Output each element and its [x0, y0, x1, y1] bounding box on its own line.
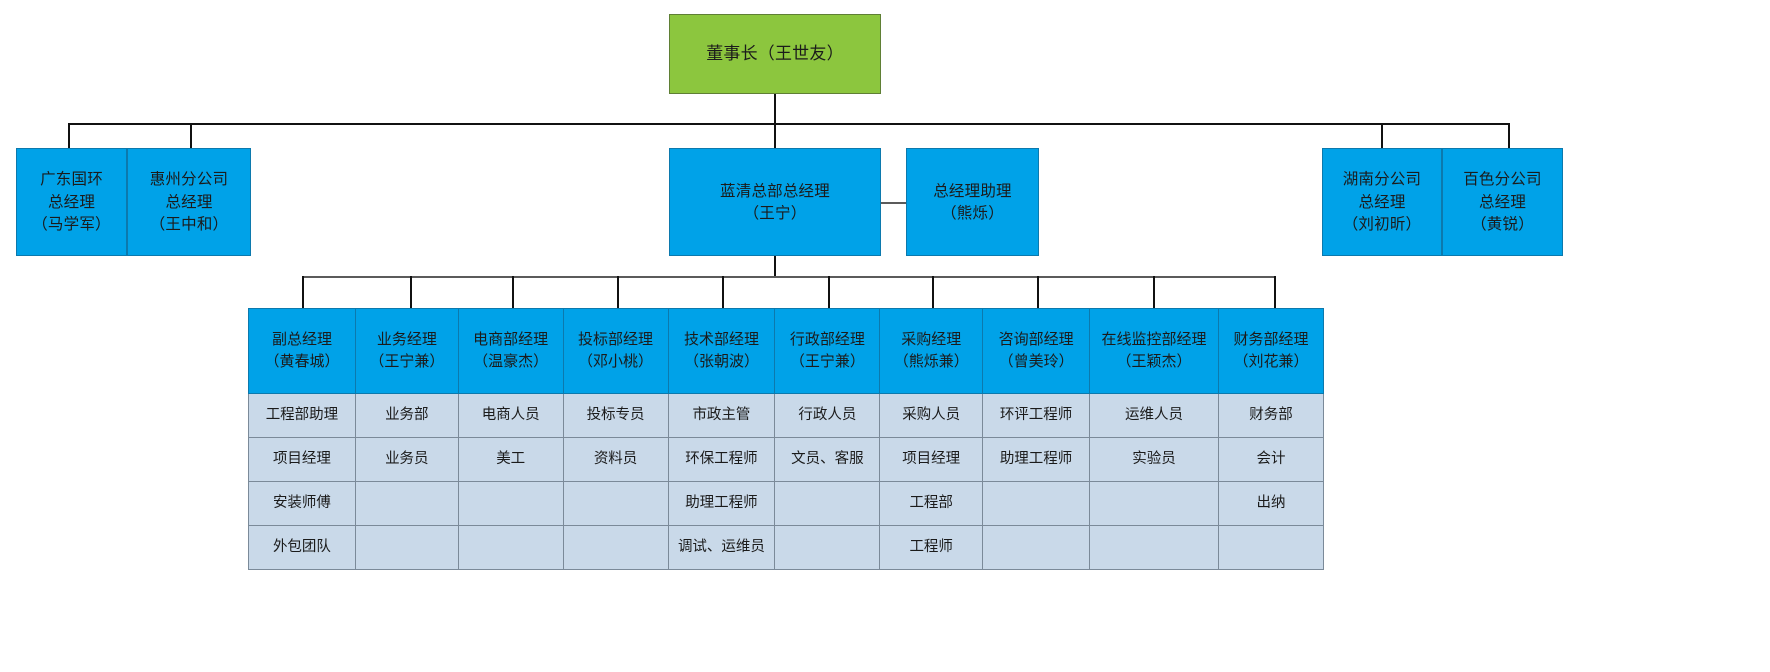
department-header-cell-2[interactable]: 业务经理 （王宁兼） [354, 308, 459, 394]
node-baise-gm[interactable]: 百色分公司 总经理 （黄锐） [1442, 148, 1563, 256]
connector-drop-baise [1508, 123, 1510, 148]
department-header-cell-8[interactable]: 咨询部经理 （曾美玲） [982, 308, 1091, 394]
department-role-cell-r4-c6 [774, 525, 881, 570]
connector-drop-dept-1 [302, 276, 304, 308]
department-role-cell-r2-c2[interactable]: 业务员 [354, 437, 459, 482]
department-role-cell-r3-c3 [457, 481, 564, 526]
department-role-cell-r2-c4[interactable]: 资料员 [562, 437, 669, 482]
connector-drop-dept-6 [828, 276, 830, 308]
department-role-cell-r3-c2 [354, 481, 459, 526]
department-role-row: 安装师傅 助理工程师 工程部 出纳 [248, 481, 1324, 526]
department-role-cell-r2-c6[interactable]: 文员、客服 [774, 437, 881, 482]
department-role-row: 项目经理业务员美工资料员环保工程师文员、客服项目经理助理工程师实验员会计 [248, 437, 1324, 482]
department-role-cell-r4-c9 [1089, 525, 1220, 570]
department-role-cell-r4-c3 [457, 525, 564, 570]
department-role-cell-r2-c9[interactable]: 实验员 [1089, 437, 1220, 482]
department-header-cell-1[interactable]: 副总经理 （黄春城） [248, 308, 356, 394]
department-header-cell-7[interactable]: 采购经理 （熊烁兼） [879, 308, 984, 394]
connector-departments-stem [774, 256, 776, 277]
department-header-cell-3[interactable]: 电商部经理 （温豪杰） [457, 308, 564, 394]
department-role-cell-r1-c8[interactable]: 环评工程师 [982, 393, 1091, 438]
connector-drop-dept-4 [617, 276, 619, 308]
department-role-cell-r4-c5[interactable]: 调试、运维员 [667, 525, 776, 570]
department-role-cell-r2-c7[interactable]: 项目经理 [879, 437, 984, 482]
department-role-row: 外包团队 调试、运维员 工程师 [248, 525, 1324, 570]
department-header-cell-5[interactable]: 技术部经理 （张朝波） [667, 308, 776, 394]
department-header-cell-10[interactable]: 财务部经理 （刘花兼） [1218, 308, 1324, 394]
node-chairman-label: 董事长（王世友） [706, 43, 844, 64]
departments-matrix-body: 副总经理 （黄春城）业务经理 （王宁兼）电商部经理 （温豪杰）投标部经理 （邓小… [248, 308, 1324, 570]
connector-drop-dept-5 [722, 276, 724, 308]
department-header-cell-9[interactable]: 在线监控部经理 （王颖杰） [1089, 308, 1220, 394]
department-role-cell-r2-c5[interactable]: 环保工程师 [667, 437, 776, 482]
department-role-cell-r3-c5[interactable]: 助理工程师 [667, 481, 776, 526]
department-role-cell-r2-c10[interactable]: 会计 [1218, 437, 1324, 482]
department-header-cell-6[interactable]: 行政部经理 （王宁兼） [774, 308, 881, 394]
department-role-cell-r4-c4 [562, 525, 669, 570]
connector-drop-dept-10 [1274, 276, 1276, 308]
department-role-cell-r4-c1[interactable]: 外包团队 [248, 525, 356, 570]
node-gm-assistant-label: 总经理助理 （熊烁） [933, 181, 1012, 222]
node-huizhou-gm[interactable]: 惠州分公司 总经理 （王中和） [127, 148, 251, 256]
department-role-cell-r2-c3[interactable]: 美工 [457, 437, 564, 482]
connector-drop-dept-7 [932, 276, 934, 308]
connector-drop-dept-8 [1037, 276, 1039, 308]
department-role-cell-r3-c8 [982, 481, 1091, 526]
department-role-cell-r1-c6[interactable]: 行政人员 [774, 393, 881, 438]
connector-drop-guangdong [68, 123, 70, 148]
department-role-cell-r1-c5[interactable]: 市政主管 [667, 393, 776, 438]
node-gm-assistant[interactable]: 总经理助理 （熊烁） [906, 148, 1039, 256]
department-role-cell-r4-c7[interactable]: 工程师 [879, 525, 984, 570]
node-chairman[interactable]: 董事长（王世友） [669, 14, 881, 94]
department-role-cell-r3-c7[interactable]: 工程部 [879, 481, 984, 526]
department-role-cell-r1-c3[interactable]: 电商人员 [457, 393, 564, 438]
connector-drop-dept-3 [512, 276, 514, 308]
department-role-cell-r3-c4 [562, 481, 669, 526]
connector-departments-bus [302, 276, 1274, 278]
node-hunan-gm-label: 湖南分公司 总经理 （刘初昕） [1342, 170, 1422, 234]
connector-level2-bus [68, 123, 1510, 125]
department-role-cell-r3-c9 [1089, 481, 1220, 526]
department-role-cell-r1-c9[interactable]: 运维人员 [1089, 393, 1220, 438]
node-headquarters-gm-label: 蓝清总部总经理 （王宁） [720, 181, 830, 222]
node-guangdong-gm-label: 广东国环 总经理 （马学军） [32, 170, 111, 234]
department-role-cell-r3-c6 [774, 481, 881, 526]
connector-chairman-stem [774, 94, 776, 124]
department-role-cell-r3-c1[interactable]: 安装师傅 [248, 481, 356, 526]
connector-drop-dept-2 [410, 276, 412, 308]
node-hunan-gm[interactable]: 湖南分公司 总经理 （刘初昕） [1322, 148, 1442, 256]
department-role-cell-r1-c7[interactable]: 采购人员 [879, 393, 984, 438]
connector-assistant-link [881, 202, 906, 204]
node-huizhou-gm-label: 惠州分公司 总经理 （王中和） [149, 170, 229, 234]
connector-drop-hunan [1381, 123, 1383, 148]
department-role-cell-r4-c10 [1218, 525, 1324, 570]
department-role-cell-r1-c1[interactable]: 工程部助理 [248, 393, 356, 438]
department-role-cell-r1-c4[interactable]: 投标专员 [562, 393, 669, 438]
department-role-cell-r4-c8 [982, 525, 1091, 570]
connector-drop-headquarters [774, 123, 776, 148]
department-role-cell-r3-c10[interactable]: 出纳 [1218, 481, 1324, 526]
node-headquarters-gm[interactable]: 蓝清总部总经理 （王宁） [669, 148, 881, 256]
connector-drop-huizhou [190, 123, 192, 148]
department-role-row: 工程部助理业务部电商人员投标专员市政主管行政人员采购人员环评工程师运维人员财务部 [248, 393, 1324, 438]
department-role-cell-r1-c2[interactable]: 业务部 [354, 393, 459, 438]
department-role-cell-r2-c1[interactable]: 项目经理 [248, 437, 356, 482]
departments-header-row: 副总经理 （黄春城）业务经理 （王宁兼）电商部经理 （温豪杰）投标部经理 （邓小… [248, 308, 1324, 394]
connector-drop-dept-9 [1153, 276, 1155, 308]
department-role-cell-r1-c10[interactable]: 财务部 [1218, 393, 1324, 438]
department-role-cell-r4-c2 [354, 525, 459, 570]
departments-matrix: 副总经理 （黄春城）业务经理 （王宁兼）电商部经理 （温豪杰）投标部经理 （邓小… [248, 308, 1324, 570]
node-baise-gm-label: 百色分公司 总经理 （黄锐） [1463, 170, 1542, 234]
department-role-cell-r2-c8[interactable]: 助理工程师 [982, 437, 1091, 482]
node-guangdong-gm[interactable]: 广东国环 总经理 （马学军） [16, 148, 127, 256]
department-header-cell-4[interactable]: 投标部经理 （邓小桃） [562, 308, 669, 394]
